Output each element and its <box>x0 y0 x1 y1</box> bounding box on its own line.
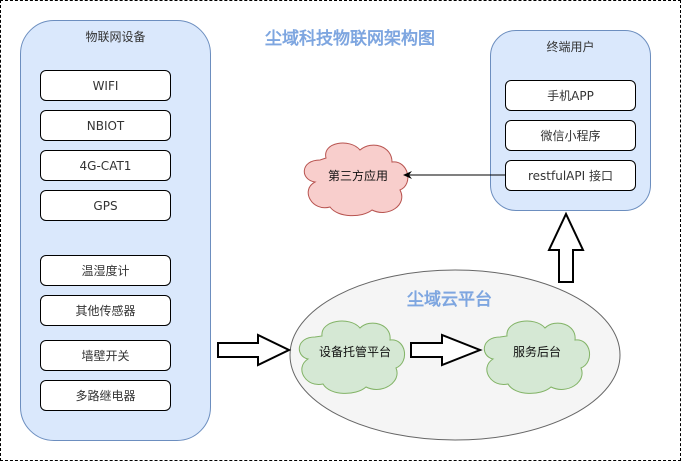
arrow-devices-to-hosting <box>217 333 292 367</box>
device-item-wall-switch[interactable]: 墙壁开关 <box>40 340 171 371</box>
device-item-gps[interactable]: GPS <box>40 190 171 221</box>
backend-label: 服务后台 <box>512 345 561 359</box>
cloud-platform-title: 尘域云平台 <box>407 290 492 310</box>
user-item-wechat-miniprogram[interactable]: 微信小程序 <box>505 120 636 151</box>
third-party-cloud-shape[interactable] <box>303 142 409 217</box>
users-group-title: 终端用户 <box>546 40 595 54</box>
device-item-wifi[interactable]: WIFI <box>40 70 171 101</box>
device-item-multi-relay[interactable]: 多路继电器 <box>40 380 171 411</box>
device-item-other-sensors[interactable]: 其他传感器 <box>40 295 171 326</box>
diagram-title: 尘域科技物联网架构图 <box>265 29 435 49</box>
user-item-mobile-app[interactable]: 手机APP <box>505 80 636 111</box>
hosting-label: 设备托管平台 <box>318 345 391 359</box>
devices-group-title: 物联网设备 <box>85 30 146 44</box>
arrow-hosting-to-backend <box>410 333 483 367</box>
device-item-4g-cat1[interactable]: 4G-CAT1 <box>40 150 171 181</box>
device-item-nbiot[interactable]: NBIOT <box>40 110 171 141</box>
backend-cloud-shape[interactable] <box>483 320 590 394</box>
hosting-cloud-shape[interactable] <box>298 320 405 394</box>
arrow-platform-to-users <box>547 211 585 283</box>
device-item-thermo-hygrometer[interactable]: 温湿度计 <box>40 255 171 286</box>
user-item-restful-api[interactable]: restfulAPI 接口 <box>505 160 636 191</box>
third-party-label: 第三方应用 <box>327 169 388 183</box>
